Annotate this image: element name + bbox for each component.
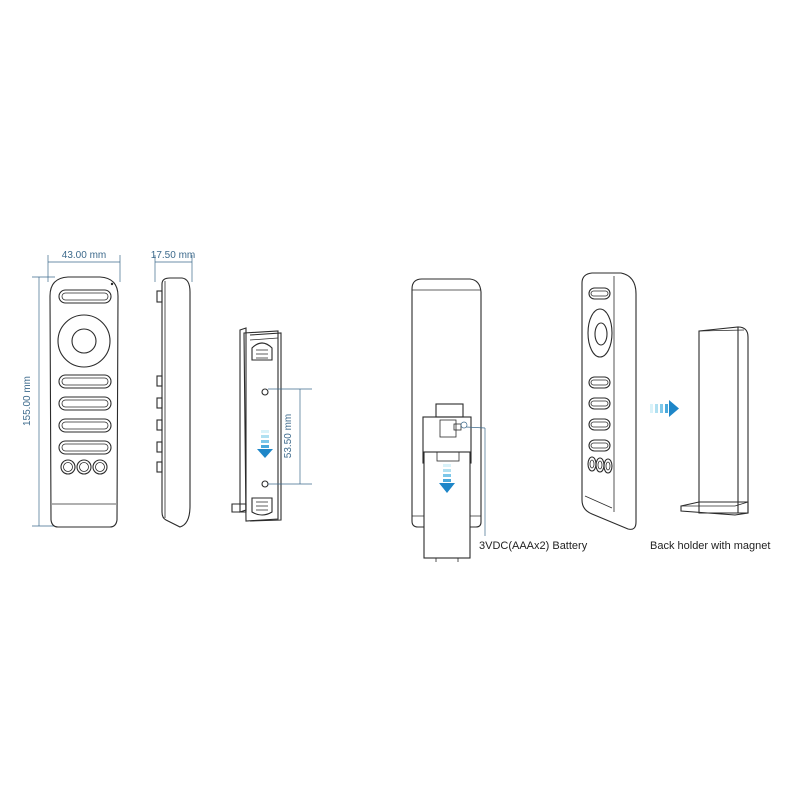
remote-3d-body (581, 272, 637, 530)
color-wheel (57, 314, 111, 368)
battery-label: 3VDC(AAAx2) Battery (479, 540, 588, 552)
slide-out-arrow-icon (439, 464, 455, 493)
hole-spacing-dimension: 53.50 mm (268, 388, 312, 485)
remote-side-body (156, 277, 191, 528)
battery-cover (423, 451, 471, 562)
height-dimension: 155.00 mm (22, 276, 55, 527)
width-label: 43.00 mm (62, 250, 106, 261)
back-holder (680, 326, 749, 516)
slide-down-arrow-icon (257, 430, 273, 458)
back-panel (231, 327, 282, 522)
width-dimension: 43.00 mm (47, 250, 121, 282)
remote-front-body (49, 276, 119, 528)
back-holder-view: Back holder with magnet (650, 326, 770, 552)
battery-view: 3VDC(AAAx2) Battery (411, 278, 588, 562)
back-panel-view: 53.50 mm (231, 327, 312, 522)
side-view: 17.50 mm (151, 250, 195, 528)
depth-dimension: 17.50 mm (151, 250, 195, 282)
hole-spacing-label: 53.50 mm (283, 414, 294, 458)
front-view: 43.00 mm 155.00 mm (22, 250, 121, 528)
battery-callout: 3VDC(AAAx2) Battery (460, 421, 588, 552)
front-3d-view (581, 272, 679, 530)
slide-right-arrow-icon (650, 400, 679, 417)
height-label: 155.00 mm (22, 376, 33, 426)
depth-label: 17.50 mm (151, 250, 195, 261)
holder-label: Back holder with magnet (650, 540, 770, 552)
